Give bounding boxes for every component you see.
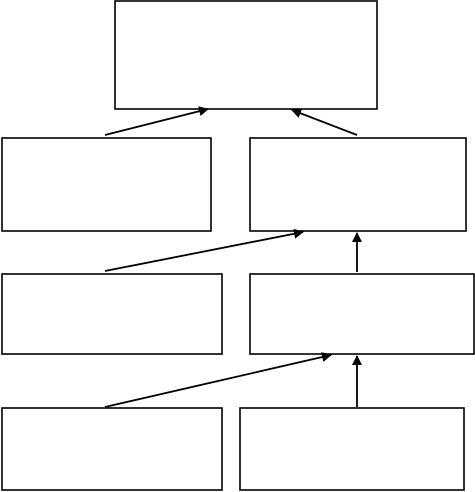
- node-bottom-left: [1, 407, 223, 491]
- edge-mid-right-to-top: [291, 108, 358, 136]
- node-bottom-right: [239, 407, 465, 491]
- node-lower-right: [249, 273, 475, 355]
- node-top: [114, 0, 378, 110]
- edge-mid-left-to-top: [104, 106, 209, 136]
- edge-bottom-left-to-lower-right: [104, 352, 332, 408]
- node-lower-left: [1, 273, 223, 355]
- node-mid-left: [1, 137, 212, 232]
- node-mid-right: [249, 137, 467, 232]
- edge-lower-left-to-mid-right: [104, 228, 304, 272]
